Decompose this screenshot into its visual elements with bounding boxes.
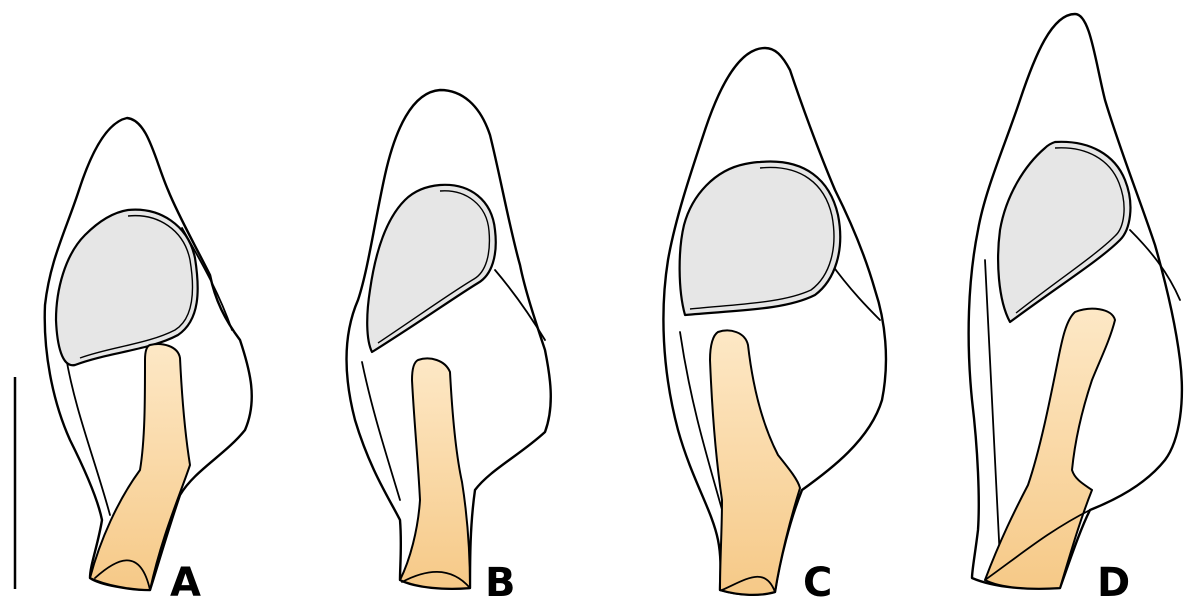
panel-a-label: A [170, 560, 201, 598]
panel-a: A [45, 118, 252, 598]
panel-c-label: C [803, 560, 832, 598]
panel-c: C [663, 48, 886, 598]
panel-d-label: D [1097, 560, 1130, 598]
panel-d: D [969, 14, 1182, 598]
panel-b-label: B [485, 560, 516, 598]
panel-b: B [347, 90, 551, 598]
